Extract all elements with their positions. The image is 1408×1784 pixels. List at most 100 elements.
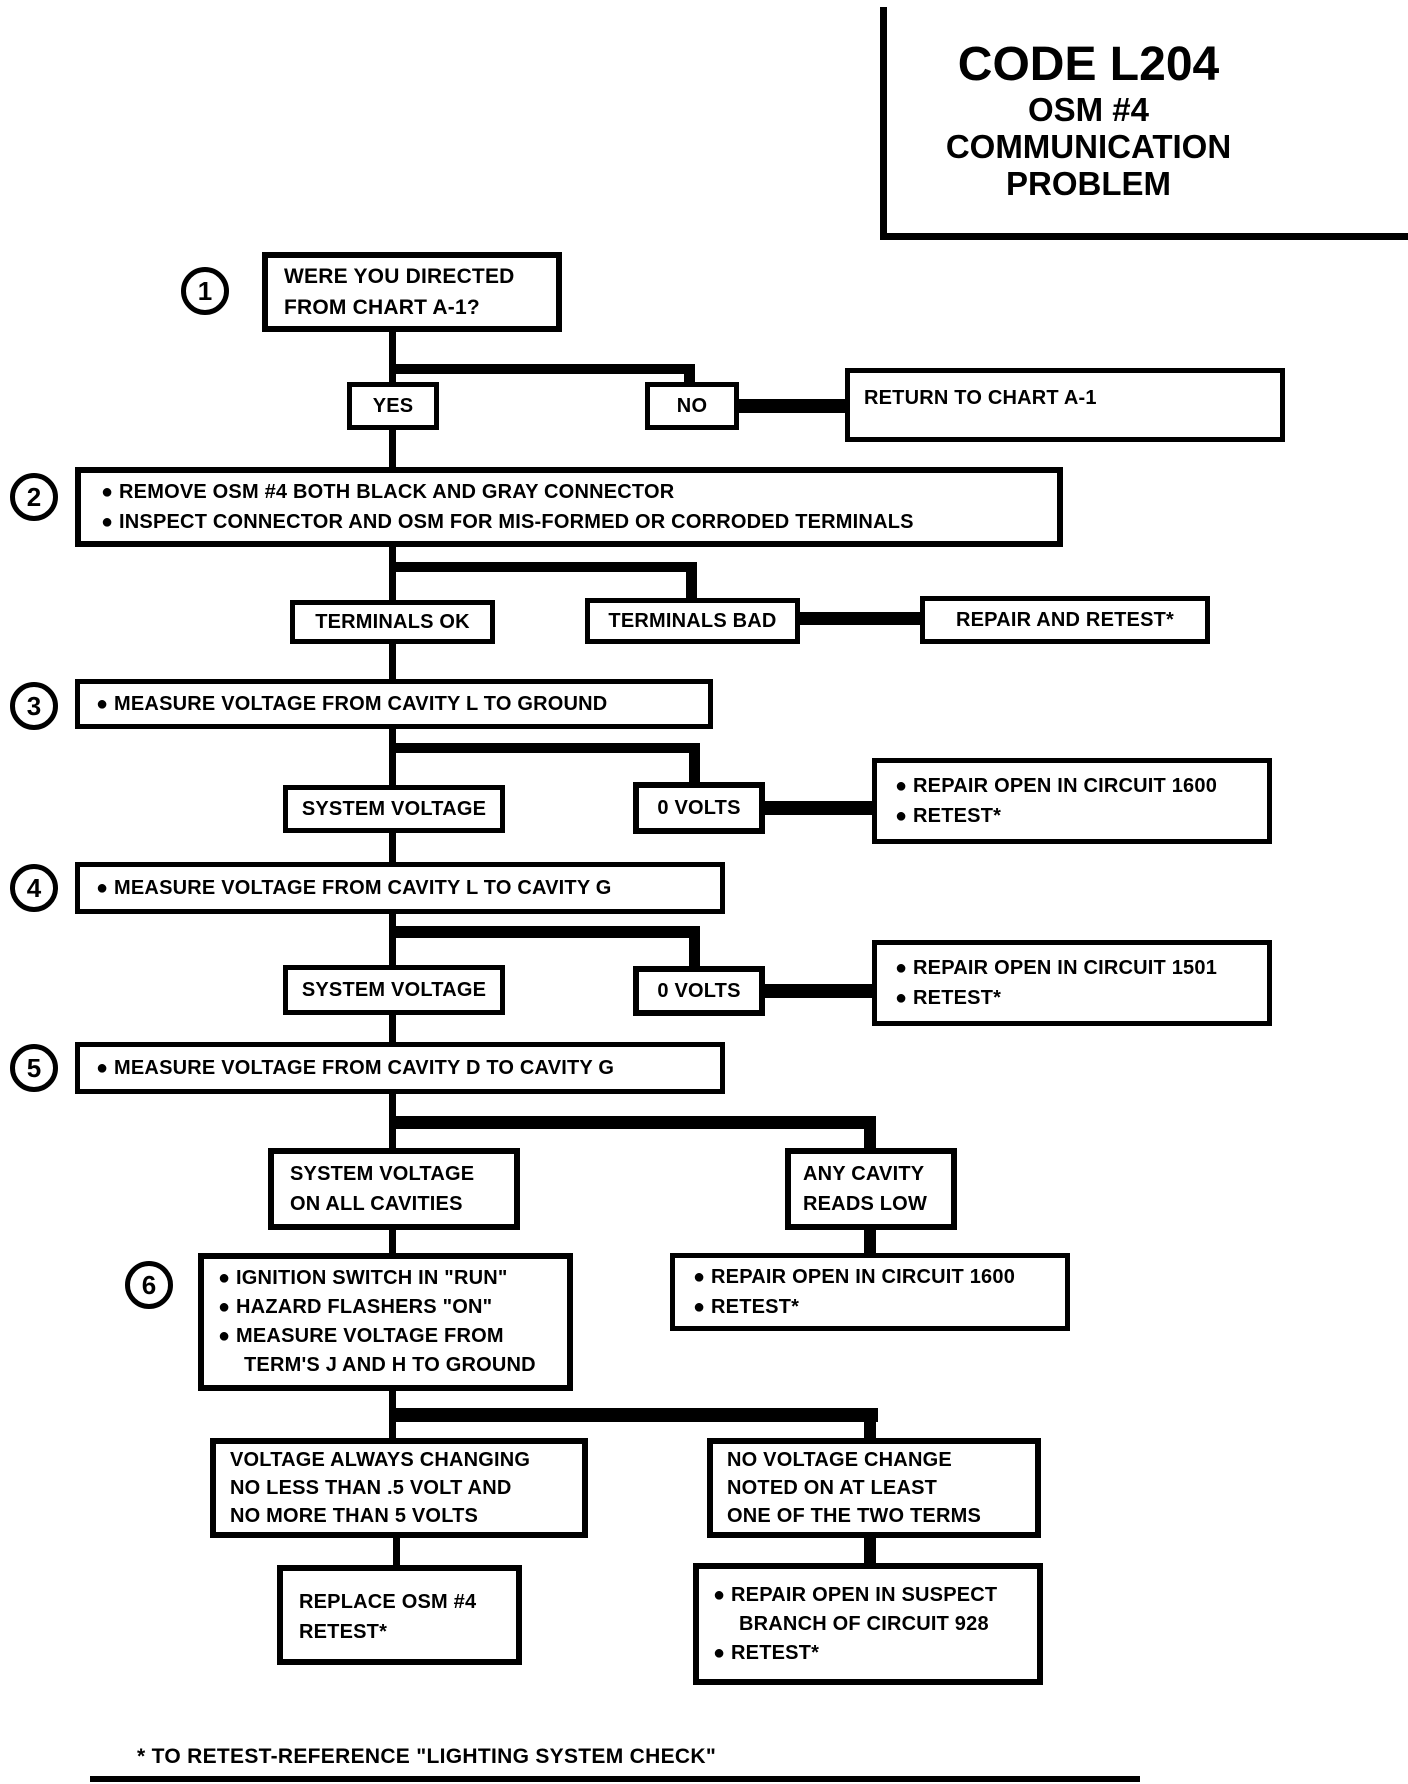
- step-2-box: ● REMOVE OSM #4 BOTH BLACK AND GRAY CONN…: [75, 467, 1063, 547]
- system-voltage-label: SYSTEM VOLTAGE: [301, 798, 487, 820]
- repair-1600b-line1: ● REPAIR OPEN IN CIRCUIT 1600: [693, 1266, 1016, 1288]
- step-4-circle: 4: [10, 864, 58, 912]
- connector-line: [389, 1015, 396, 1042]
- system-voltage-label: SYSTEM VOLTAGE: [301, 979, 487, 1001]
- step-2-line1: ● REMOVE OSM #4 BOTH BLACK AND GRAY CONN…: [101, 481, 675, 503]
- step-6-line4: TERM'S J AND H TO GROUND: [244, 1354, 536, 1376]
- title-sub3: PROBLEM: [1006, 165, 1171, 203]
- connector-line: [389, 1116, 876, 1129]
- return-chart-box: RETURN TO CHART A-1: [845, 368, 1285, 442]
- connector-line: [389, 1408, 878, 1422]
- connector-line: [864, 1230, 876, 1253]
- repair-1501-line2: ● RETEST*: [895, 987, 1002, 1009]
- step-5-circle: 5: [10, 1044, 58, 1092]
- zero-volts-label: 0 VOLTS: [657, 797, 741, 819]
- no-box: NO: [645, 382, 739, 430]
- sv-all-line1: SYSTEM VOLTAGE: [290, 1163, 475, 1185]
- repair-1600b-line2: ● RETEST*: [693, 1296, 800, 1318]
- system-voltage-all-cavities-box: SYSTEM VOLTAGE ON ALL CAVITIES: [268, 1148, 520, 1230]
- repair-1600-line1: ● REPAIR OPEN IN CIRCUIT 1600: [895, 775, 1218, 797]
- step-5-line1: ● MEASURE VOLTAGE FROM CAVITY D TO CAVIT…: [96, 1057, 615, 1079]
- zero-volts-box-2: 0 VOLTS: [633, 966, 765, 1016]
- repair-and-retest-label: REPAIR AND RETEST*: [955, 609, 1175, 631]
- connector-line: [739, 399, 845, 413]
- step-3-circle: 3: [10, 682, 58, 730]
- step-2-line2: ● INSPECT CONNECTOR AND OSM FOR MIS-FORM…: [101, 511, 914, 533]
- no-voltage-line1: NO VOLTAGE CHANGE: [727, 1449, 952, 1471]
- connector-line: [765, 984, 872, 998]
- terminals-ok-box: TERMINALS OK: [290, 600, 495, 644]
- voltage-changing-line3: NO MORE THAN 5 VOLTS: [230, 1505, 479, 1527]
- step-6-line2: ● HAZARD FLASHERS "ON": [218, 1296, 493, 1318]
- step-1-line1: WERE YOU DIRECTED: [284, 264, 515, 288]
- sv-all-line2: ON ALL CAVITIES: [290, 1193, 463, 1215]
- connector-line: [389, 644, 396, 679]
- step-5-box: ● MEASURE VOLTAGE FROM CAVITY D TO CAVIT…: [75, 1042, 725, 1094]
- step-6-box: ● IGNITION SWITCH IN "RUN" ● HAZARD FLAS…: [198, 1253, 573, 1391]
- connector-line: [864, 1538, 876, 1563]
- repair-928-line3: ● RETEST*: [713, 1641, 820, 1664]
- connector-line: [389, 729, 396, 785]
- replace-osm-line1: REPLACE OSM #4: [299, 1591, 477, 1613]
- connector-line: [684, 364, 695, 384]
- bottom-rule: [90, 1776, 1140, 1782]
- terminals-bad-box: TERMINALS BAD: [585, 598, 800, 644]
- voltage-changing-line1: VOLTAGE ALWAYS CHANGING: [230, 1449, 531, 1471]
- step-3-box: ● MEASURE VOLTAGE FROM CAVITY L TO GROUN…: [75, 679, 713, 729]
- step-4-box: ● MEASURE VOLTAGE FROM CAVITY L TO CAVIT…: [75, 862, 725, 914]
- connector-line: [686, 562, 697, 598]
- terminals-ok-label: TERMINALS OK: [315, 611, 470, 633]
- repair-circuit-1501-box: ● REPAIR OPEN IN CIRCUIT 1501 ● RETEST*: [872, 940, 1272, 1026]
- connector-line: [389, 1230, 396, 1253]
- terminals-bad-label: TERMINALS BAD: [608, 610, 777, 632]
- title-box: CODE L204 OSM #4 COMMUNICATION PROBLEM: [880, 7, 1408, 240]
- connector-line: [689, 743, 700, 782]
- connector-line: [389, 547, 396, 600]
- step-1-line2: FROM CHART A-1?: [284, 296, 480, 319]
- connector-line: [389, 833, 396, 862]
- connector-line: [389, 562, 697, 572]
- step-2-circle: 2: [10, 473, 58, 521]
- connector-line: [393, 1538, 400, 1565]
- repair-circuit-928-box: ● REPAIR OPEN IN SUSPECT BRANCH OF CIRCU…: [693, 1563, 1043, 1685]
- connector-line: [765, 801, 872, 815]
- repair-928-line2: BRANCH OF CIRCUIT 928: [739, 1612, 989, 1635]
- connector-line: [389, 743, 700, 753]
- no-label: NO: [676, 395, 708, 417]
- step-6-line3: ● MEASURE VOLTAGE FROM: [218, 1325, 504, 1347]
- connector-line: [800, 612, 920, 625]
- any-cavity-line2: READS LOW: [803, 1193, 928, 1215]
- repair-928-line1: ● REPAIR OPEN IN SUSPECT: [713, 1583, 998, 1606]
- connector-line: [689, 926, 700, 966]
- system-voltage-box-2: SYSTEM VOLTAGE: [283, 965, 505, 1015]
- footer-note: * TO RETEST-REFERENCE "LIGHTING SYSTEM C…: [137, 1745, 717, 1768]
- connector-line: [389, 914, 396, 965]
- replace-osm-box: REPLACE OSM #4 RETEST*: [277, 1565, 522, 1665]
- no-voltage-line3: ONE OF THE TWO TERMS: [727, 1505, 981, 1527]
- step-1-circle: 1: [181, 267, 229, 315]
- connector-line: [389, 364, 695, 374]
- repair-circuit-1600-box-2: ● REPAIR OPEN IN CIRCUIT 1600 ● RETEST*: [670, 1253, 1070, 1331]
- connector-line: [389, 926, 700, 938]
- zero-volts-label: 0 VOLTS: [657, 980, 741, 1002]
- title-sub1: OSM #4: [1027, 91, 1150, 129]
- repair-and-retest-box: REPAIR AND RETEST*: [920, 596, 1210, 644]
- zero-volts-box-1: 0 VOLTS: [633, 782, 765, 834]
- no-voltage-line2: NOTED ON AT LEAST: [727, 1477, 938, 1499]
- any-cavity-line1: ANY CAVITY: [803, 1163, 925, 1185]
- connector-line: [864, 1116, 876, 1148]
- system-voltage-box-1: SYSTEM VOLTAGE: [283, 785, 505, 833]
- title-code: CODE L204: [957, 37, 1220, 91]
- repair-1600-line2: ● RETEST*: [895, 805, 1002, 827]
- no-voltage-change-box: NO VOLTAGE CHANGE NOTED ON AT LEAST ONE …: [707, 1438, 1041, 1538]
- step-6-line1: ● IGNITION SWITCH IN "RUN": [218, 1267, 508, 1289]
- step-4-line1: ● MEASURE VOLTAGE FROM CAVITY L TO CAVIT…: [96, 877, 612, 899]
- title-sub2: COMMUNICATION: [945, 128, 1232, 166]
- step-1-box: WERE YOU DIRECTED FROM CHART A-1?: [262, 252, 562, 332]
- repair-1501-line1: ● REPAIR OPEN IN CIRCUIT 1501: [895, 957, 1218, 979]
- connector-line: [864, 1408, 876, 1438]
- connector-line: [389, 430, 396, 467]
- step-3-line1: ● MEASURE VOLTAGE FROM CAVITY L TO GROUN…: [96, 693, 608, 715]
- yes-box: YES: [347, 382, 439, 430]
- voltage-changing-line2: NO LESS THAN .5 VOLT AND: [230, 1477, 512, 1499]
